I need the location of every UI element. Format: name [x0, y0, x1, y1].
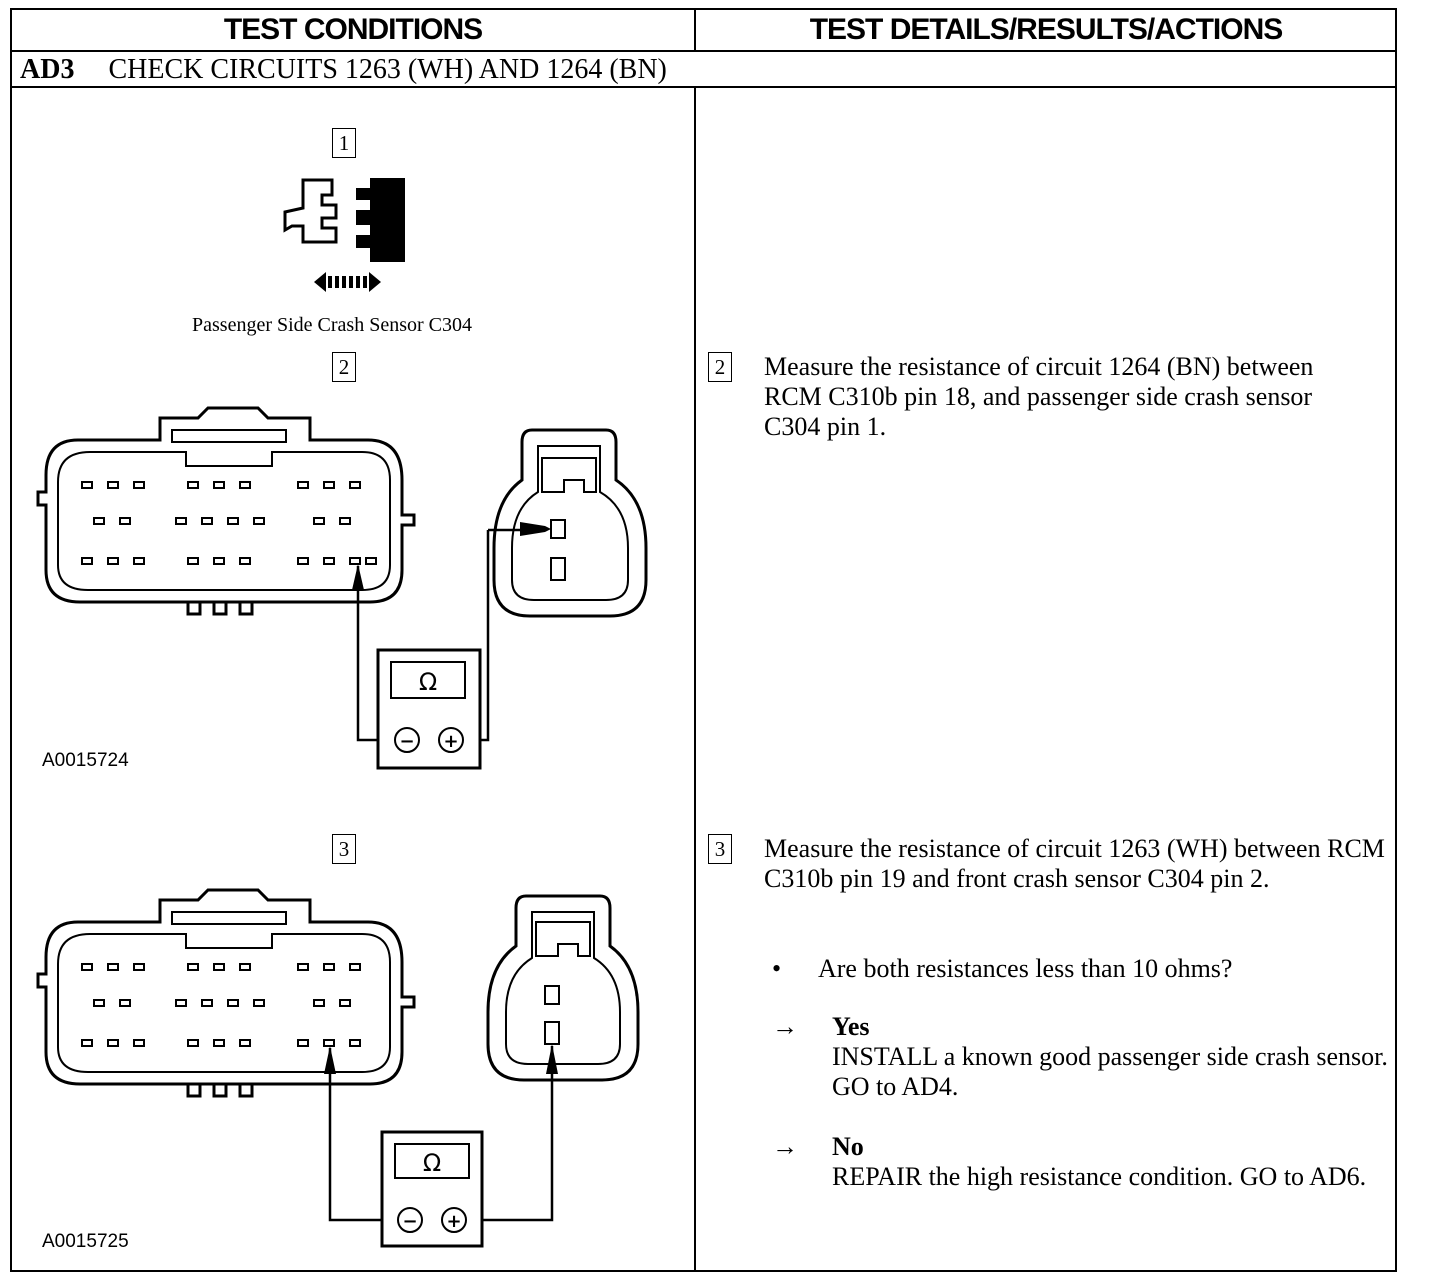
- no-answer: No REPAIR the high resistance condition.…: [832, 1132, 1402, 1192]
- meter-positive-1: +: [443, 731, 458, 752]
- figure-3-id: A0015725: [42, 1231, 129, 1252]
- header-test-details: TEST DETAILS/RESULTS/ACTIONS: [809, 13, 1284, 46]
- section-divider: [10, 86, 1397, 88]
- ohm-symbol-2: Ω: [423, 1149, 441, 1177]
- yes-answer: Yes INSTALL a known good passenger side …: [832, 1012, 1402, 1102]
- header-test-conditions: TEST CONDITIONS: [223, 13, 483, 46]
- yes-label: Yes: [832, 1012, 870, 1041]
- figure-2-id: A0015724: [42, 750, 129, 771]
- section-title-row: AD3 CHECK CIRCUITS 1263 (WH) AND 1264 (B…: [20, 52, 667, 88]
- header-column-divider: [694, 8, 696, 52]
- meter-positive-2: +: [446, 1211, 461, 1232]
- meter-negative-2: −: [402, 1211, 417, 1232]
- detail-step-3-number: 3: [708, 834, 732, 864]
- ohm-symbol-1: Ω: [419, 668, 437, 696]
- figure-step-3-number: 3: [332, 834, 356, 864]
- table-frame: [10, 8, 1397, 1272]
- meter-negative-1: −: [399, 731, 414, 752]
- section-title: CHECK CIRCUITS 1263 (WH) AND 1264 (BN): [108, 54, 667, 85]
- header-divider: [10, 50, 1397, 52]
- step-2-instruction: Measure the resistance of circuit 1264 (…: [764, 352, 1314, 441]
- section-code: AD3: [20, 54, 75, 85]
- yes-arrow-icon: →: [772, 1012, 798, 1041]
- step-3-instruction: Measure the resistance of circuit 1263 (…: [764, 834, 1385, 893]
- question-bullet: •: [772, 954, 782, 983]
- no-arrow-icon: →: [772, 1132, 798, 1161]
- column-divider: [694, 86, 696, 1272]
- detail-step-2-number: 2: [708, 352, 732, 382]
- yes-action: INSTALL a known good passenger side cras…: [832, 1042, 1388, 1101]
- no-action: REPAIR the high resistance condition. GO…: [832, 1162, 1367, 1191]
- figure-step-1-number: 1: [332, 128, 356, 158]
- question-text: Are both resistances less than 10 ohms?: [818, 954, 1233, 983]
- no-label: No: [832, 1132, 864, 1161]
- figure-step-2-number: 2: [332, 352, 356, 382]
- figure-1-caption: Passenger Side Crash Sensor C304: [192, 314, 472, 336]
